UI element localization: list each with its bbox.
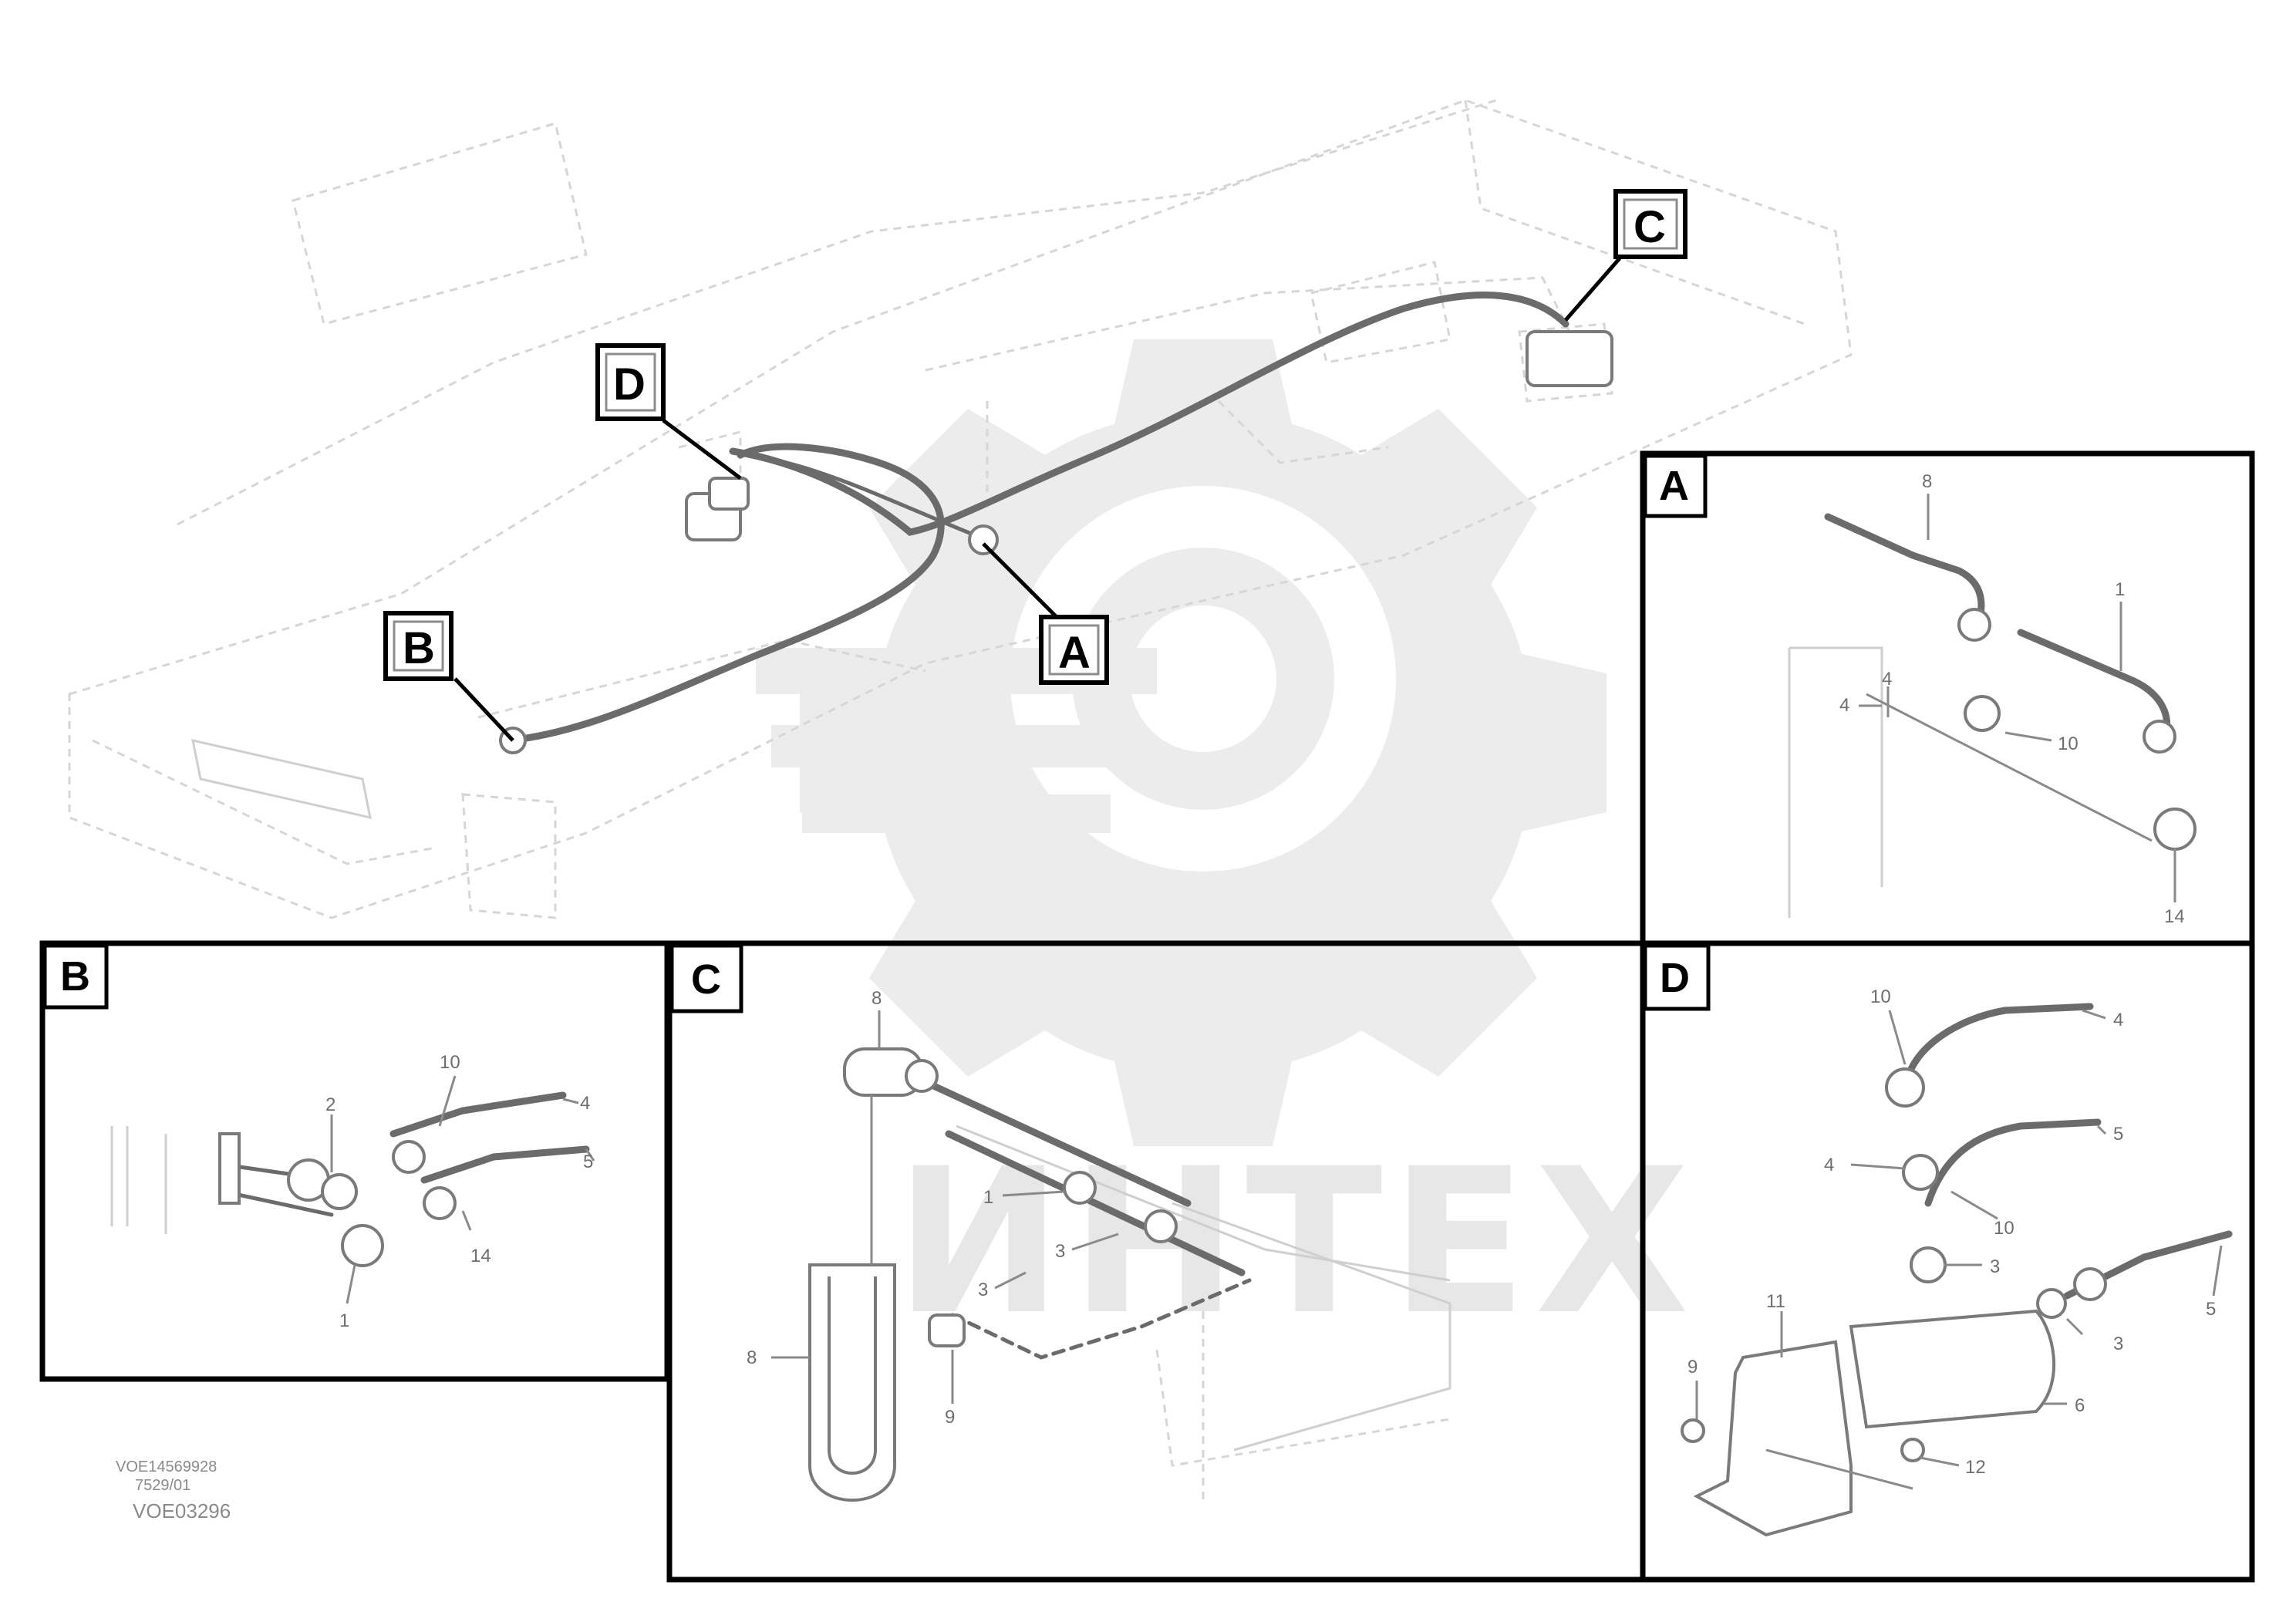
detail-view-d: D 10 4 4 5 10 3 5 3 11 9 6 12 <box>1640 940 2255 1583</box>
watermark-gear-icon <box>756 339 1607 1146</box>
svg-text:3: 3 <box>2113 1334 2123 1354</box>
callout-d[interactable]: D <box>595 343 666 421</box>
svg-text:3: 3 <box>1055 1241 1065 1262</box>
svg-text:8: 8 <box>872 988 882 1009</box>
svg-text:4: 4 <box>2113 1010 2123 1030</box>
svg-text:14: 14 <box>2164 906 2185 927</box>
fitting-d <box>685 477 750 541</box>
svg-text:1: 1 <box>339 1310 349 1331</box>
callout-leaders <box>453 257 1621 742</box>
svg-text:2: 2 <box>325 1094 335 1115</box>
svg-text:A: A <box>1058 628 1091 678</box>
svg-text:B: B <box>60 953 90 1000</box>
hose-assembly <box>499 292 1613 754</box>
svg-text:12: 12 <box>1965 1457 1986 1478</box>
detail-view-b: B 10 4 2 5 14 1 <box>39 940 670 1382</box>
svg-text:C: C <box>691 956 721 1003</box>
svg-text:5: 5 <box>583 1152 593 1172</box>
callout-a[interactable]: A <box>1039 615 1109 685</box>
svg-text:A: A <box>1659 463 1689 509</box>
svg-text:D: D <box>1660 955 1690 1001</box>
svg-text:4: 4 <box>1882 669 1892 690</box>
svg-text:7529/01: 7529/01 <box>135 1477 190 1494</box>
svg-text:B: B <box>403 623 435 673</box>
svg-text:C: C <box>1633 202 1666 252</box>
svg-text:5: 5 <box>2206 1299 2216 1320</box>
svg-text:4: 4 <box>580 1093 590 1114</box>
detail-view-a: A 8 1 4 4 10 14 <box>1640 450 2255 946</box>
svg-text:10: 10 <box>1994 1218 2014 1239</box>
svg-text:VOE03296: VOE03296 <box>133 1499 231 1523</box>
fitting-c <box>1526 330 1613 387</box>
detail-view-c: C 8 1 3 3 8 9 <box>666 940 1646 1583</box>
svg-text:3: 3 <box>978 1280 988 1300</box>
svg-text:4: 4 <box>1824 1155 1834 1175</box>
watermark-text: ИНТЕХ <box>895 1126 1698 1359</box>
svg-text:10: 10 <box>440 1052 460 1073</box>
svg-text:4: 4 <box>1839 695 1849 716</box>
svg-text:10: 10 <box>2058 733 2079 754</box>
svg-text:1: 1 <box>983 1187 993 1208</box>
svg-text:6: 6 <box>2075 1395 2085 1416</box>
svg-text:10: 10 <box>1870 986 1891 1007</box>
svg-text:VOE14569928: VOE14569928 <box>116 1458 217 1475</box>
svg-text:3: 3 <box>1990 1256 2000 1277</box>
watermark: ИНТЕХ <box>756 339 1698 1359</box>
svg-text:9: 9 <box>945 1407 955 1428</box>
callout-b[interactable]: B <box>383 611 453 681</box>
svg-text:14: 14 <box>470 1246 491 1266</box>
callout-c[interactable]: C <box>1613 189 1687 259</box>
svg-text:11: 11 <box>1766 1291 1785 1312</box>
machine-frame-outline <box>68 99 1853 919</box>
drawing-reference: VOE14569928 7529/01 VOE03296 <box>116 1458 231 1523</box>
svg-text:8: 8 <box>1922 471 1932 492</box>
svg-text:9: 9 <box>1687 1357 1698 1378</box>
svg-text:D: D <box>613 359 646 410</box>
svg-text:8: 8 <box>747 1347 757 1368</box>
fitting-a <box>968 524 999 555</box>
svg-text:5: 5 <box>2113 1124 2123 1145</box>
svg-text:1: 1 <box>2115 579 2125 600</box>
